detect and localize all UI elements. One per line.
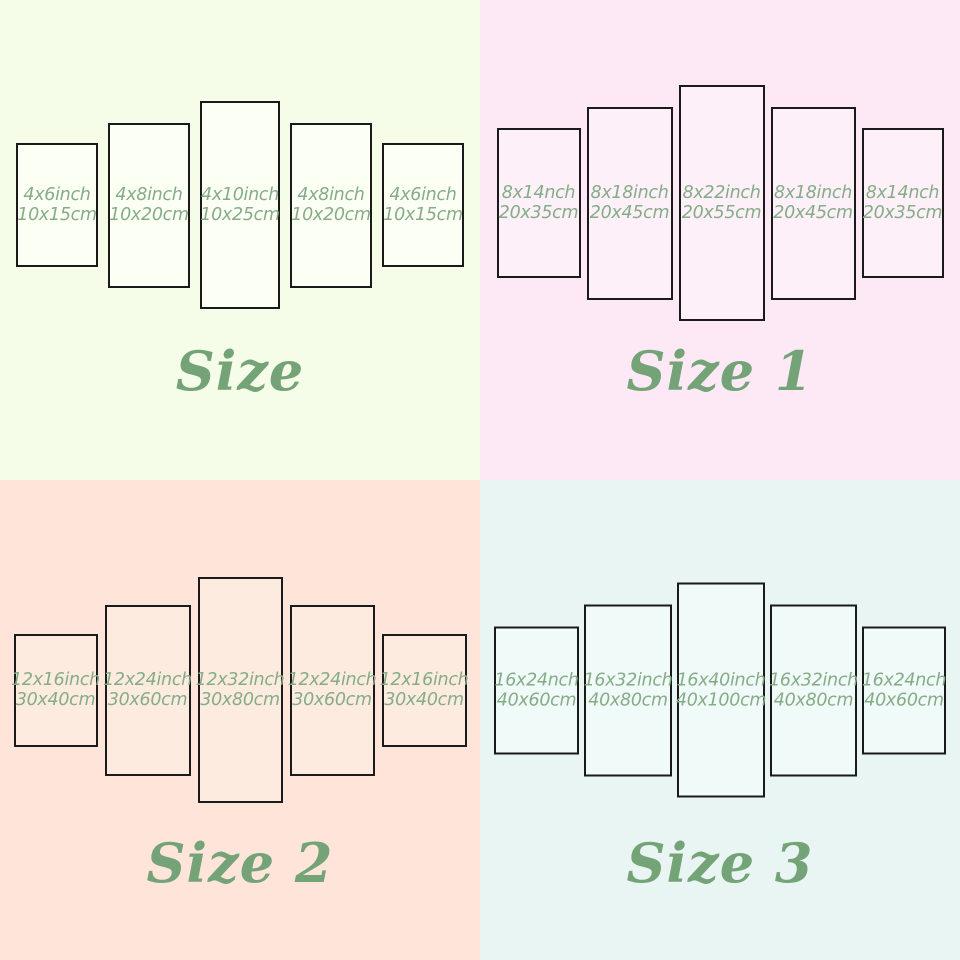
panel-size-inch: 12x24inch (103, 670, 192, 690)
panel-size-cm: 20x35cm (498, 203, 579, 223)
panel-size-inch: 4x6inch (389, 185, 457, 205)
panel-size-cm: 20x55cm (681, 203, 762, 223)
panel-size-inch: 12x16inch (379, 670, 469, 690)
panel-size-cm: 30x40cm (384, 690, 464, 710)
size-title: Size 2 (146, 831, 334, 895)
panel-size-cm: 10x20cm (291, 205, 371, 225)
panel-size-inch: 4x6inch (23, 185, 91, 205)
panel-size-inch: 12x32inch (195, 670, 285, 690)
panel-size-inch: 16x32inch (769, 670, 858, 690)
panel-size-inch: 8x18inch (773, 183, 853, 203)
panel-size-cm: 40x80cm (588, 690, 668, 710)
panel-size-cm: 30x60cm (107, 690, 188, 710)
panel-size-cm: 30x40cm (15, 690, 96, 710)
panel-size-cm: 20x45cm (773, 203, 853, 223)
panel-size-inch: 4x10inch (200, 185, 280, 205)
panel-size-cm: 20x45cm (589, 203, 670, 223)
panel-size-inch: 16x40inch (676, 670, 766, 690)
panel-size-inch: 12x24inch (287, 670, 377, 690)
panel-size-inch: 4x8inch (115, 185, 183, 205)
panel-size-inch: 16x32inch (583, 670, 673, 690)
panel-size-cm: 40x60cm (864, 690, 944, 710)
size-title: Size 3 (626, 831, 814, 895)
panel-size-cm: 10x15cm (383, 205, 463, 225)
panel-size-cm: 10x25cm (200, 205, 280, 225)
panel-size-cm: 10x15cm (17, 205, 97, 225)
panel-size-cm: 20x35cm (862, 203, 943, 223)
size-title: Size (175, 339, 305, 403)
panel-size-inch: 8x18inch (590, 183, 669, 203)
panel-size-inch: 8x14nch (865, 183, 940, 203)
panel-size-cm: 40x60cm (496, 690, 577, 710)
panel-size-inch: 12x16inch (11, 670, 100, 690)
panel-size-inch: 16x24nch (494, 670, 579, 690)
panel-size-cm: 40x100cm (675, 690, 767, 710)
panel-size-cm: 30x60cm (292, 690, 372, 710)
panel-size-inch: 8x14nch (501, 183, 576, 203)
panel-size-cm: 10x20cm (109, 205, 189, 225)
size-title: Size 1 (626, 339, 814, 403)
panel-size-inch: 16x24nch (861, 670, 947, 690)
panel-size-inch: 4x8inch (297, 185, 365, 205)
panel-size-cm: 30x80cm (200, 690, 280, 710)
panel-size-inch: 8x22inch (682, 183, 761, 203)
panel-size-cm: 40x80cm (773, 690, 854, 710)
